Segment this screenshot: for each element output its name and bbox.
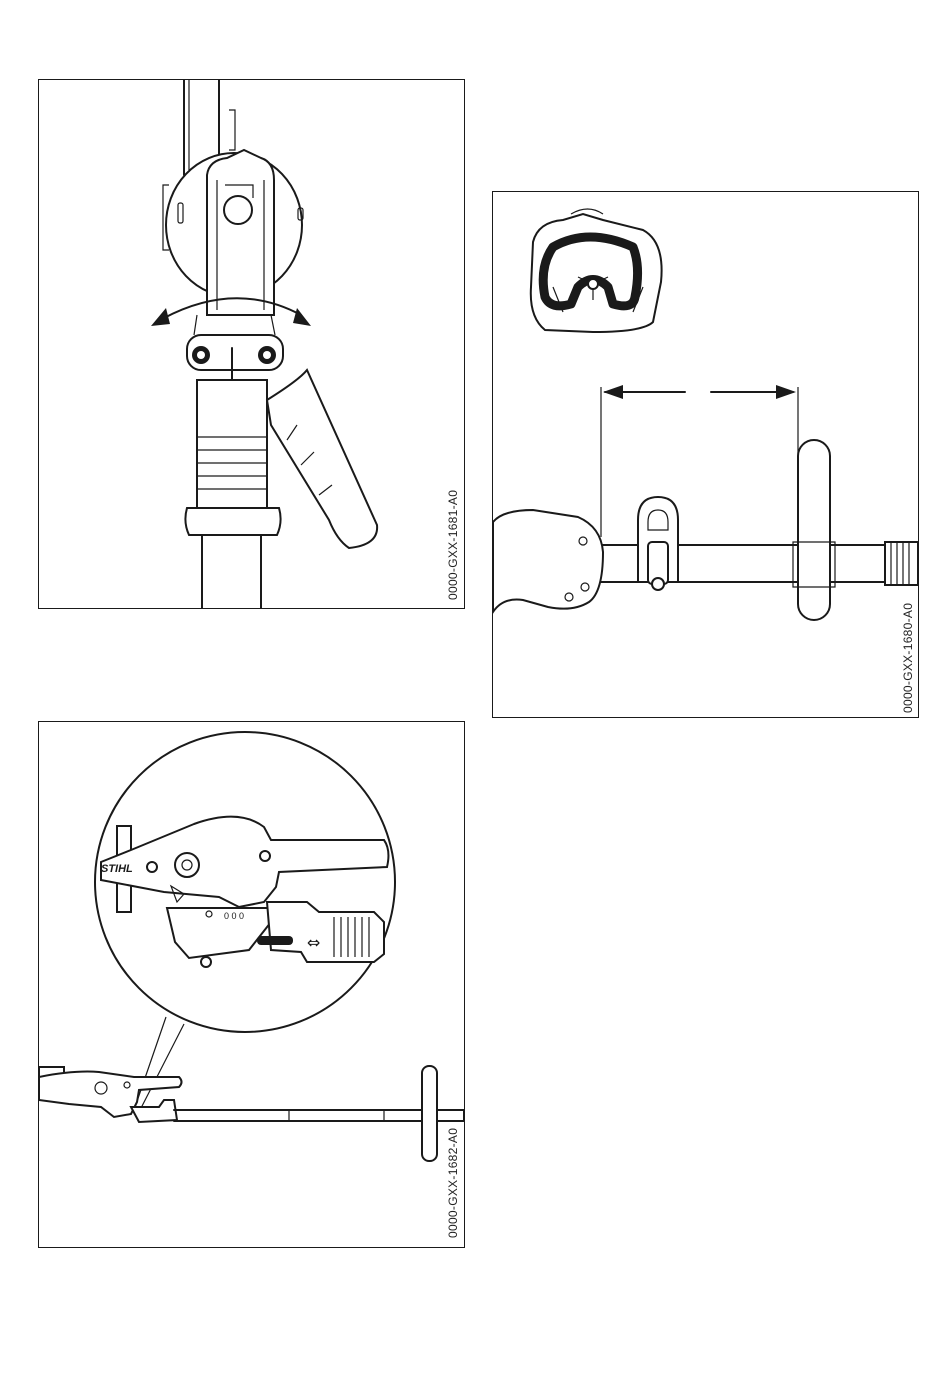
side-handle [267,370,377,548]
grip-button [224,196,252,224]
figure-loop-handle-distance: 0000-GXX-1680-A0 [492,191,919,718]
figure-code: 0000-GXX-1681-A0 [446,490,460,600]
drive-tube [174,1110,424,1121]
slide-button [257,936,293,945]
tube-collar [185,508,280,535]
loop-handle-side [798,440,830,620]
handle-clamp-illustration [39,80,464,608]
brand-label: STIHL [101,863,133,875]
figure-handle-clamp: 0000-GXX-1681-A0 [38,79,465,609]
slide-direction-icon: ⇔ [307,933,320,952]
figure-code: 0000-GXX-1682-A0 [446,1128,460,1238]
control-handle [493,510,603,612]
control-handle-illustration: STIHL 0 0 0 ⇔ [39,722,464,1247]
drive-tube [588,545,885,582]
magnifier-leader [134,1017,184,1112]
loop-handle-small [422,1066,437,1161]
figure-control-handle-detail: STIHL 0 0 0 ⇔ 0000-GXX-1682-A0 [38,721,465,1248]
bottom-shaft [202,535,261,608]
svg-text:0 0 0: 0 0 0 [224,911,244,921]
figure-code: 0000-GXX-1680-A0 [901,603,915,713]
loop-handle-illustration [493,192,918,717]
lower-tube [197,380,267,510]
